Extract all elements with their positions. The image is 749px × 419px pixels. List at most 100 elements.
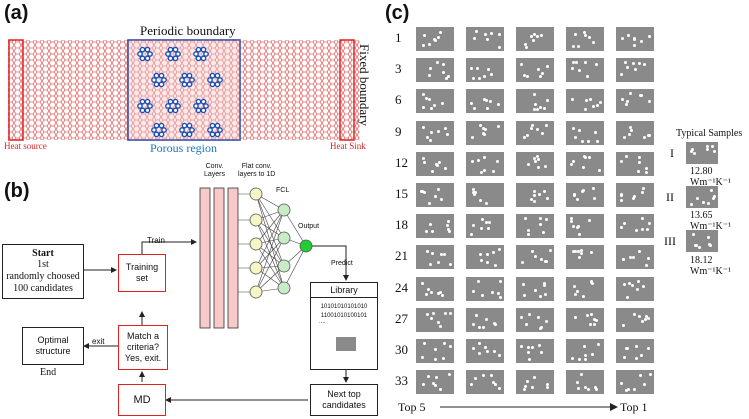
pore-dot — [644, 317, 647, 321]
pore-dot — [484, 346, 487, 349]
pore-dot — [430, 107, 433, 111]
pore-dot — [534, 288, 537, 292]
pore-dot — [480, 227, 483, 231]
pore-dot — [422, 125, 425, 129]
network-edge — [255, 209, 285, 269]
sample-thumbnail — [516, 183, 554, 207]
pore-dot — [635, 357, 638, 360]
pore-dot — [710, 189, 713, 192]
sample-thumbnail — [416, 245, 454, 270]
pore-dot — [540, 258, 543, 262]
sample-thumbnail — [616, 27, 654, 51]
pore-dot — [521, 261, 524, 265]
pore-dot — [493, 350, 496, 353]
pore-dot — [638, 155, 641, 159]
pore-dot — [531, 386, 534, 390]
pore-dot — [647, 347, 650, 350]
pore-dot — [630, 128, 633, 132]
row-label: 15 — [395, 186, 408, 201]
pore-dot — [623, 222, 626, 226]
pore-dot — [437, 291, 440, 295]
pore-dot — [425, 97, 428, 101]
start-title: Start — [32, 248, 54, 259]
pore-dot — [638, 314, 641, 318]
sample-thumbnail — [616, 151, 654, 176]
pore-atom — [195, 107, 202, 114]
pore-atom — [179, 127, 185, 133]
predict-label: Predict — [331, 260, 353, 267]
pore-dot — [543, 283, 546, 287]
pore-dot — [572, 45, 575, 48]
pore-dot — [586, 75, 589, 79]
pore-atom — [153, 72, 160, 79]
pore-dot — [494, 264, 497, 268]
pore-dot — [423, 34, 426, 37]
pore-dot — [536, 35, 539, 38]
sample-thumbnail — [516, 214, 554, 239]
network-edge — [255, 219, 285, 289]
optimal-structure-box: Optimal structure — [22, 327, 84, 365]
pore-dot — [482, 325, 485, 329]
pore-dot — [498, 387, 501, 391]
row-label: 6 — [395, 92, 402, 108]
pore-dot — [537, 165, 540, 169]
sample-thumbnail — [466, 276, 504, 301]
sample-thumbnail — [566, 276, 604, 301]
pore-dot — [428, 98, 431, 102]
heat-source-label: Heat source — [4, 141, 47, 151]
pore-dot — [694, 244, 697, 247]
pore-atom — [179, 77, 185, 83]
pore-dot — [526, 133, 529, 137]
sample-thumbnail — [566, 214, 604, 239]
pore-dot — [537, 157, 540, 161]
pore-dot — [523, 293, 526, 297]
network-edge — [283, 245, 307, 289]
pore-dot — [570, 217, 573, 221]
pore-dot — [570, 220, 573, 224]
pore-dot — [443, 253, 446, 257]
pore-dot — [621, 37, 624, 40]
pore-dot — [498, 33, 501, 36]
pore-dot — [470, 102, 473, 106]
pore-dot — [543, 107, 546, 111]
pore-dot — [446, 224, 449, 228]
conv-layer-1 — [199, 187, 211, 329]
pore-dot — [449, 311, 452, 315]
pore-atom — [144, 46, 151, 53]
pore-dot — [647, 316, 650, 320]
pore-atom — [137, 51, 143, 57]
pore-dot — [448, 373, 451, 377]
pore-dot — [585, 99, 588, 103]
sample-thumbnail — [466, 58, 504, 83]
network-nodes — [249, 187, 313, 299]
pore-dot — [583, 31, 586, 34]
pore-dot — [537, 68, 540, 72]
pore-dot — [483, 75, 486, 79]
pore-dot — [527, 233, 530, 237]
pore-dot — [574, 292, 577, 296]
pore-dot — [580, 373, 583, 377]
sample-thumbnail — [616, 120, 654, 145]
pore-atom — [137, 103, 143, 109]
pore-dot — [643, 135, 646, 139]
pore-dot — [473, 37, 476, 40]
pore-atom — [139, 46, 146, 53]
pore-dot — [583, 154, 586, 158]
pore-dot — [442, 71, 445, 75]
pore-dot — [485, 202, 488, 205]
pore-dot — [546, 197, 549, 200]
pore-dot — [570, 162, 573, 166]
pore-dot — [429, 138, 432, 142]
pore-dot — [546, 99, 549, 103]
pore-dot — [449, 263, 452, 267]
pore-dot — [626, 295, 629, 299]
pore-dot — [472, 77, 475, 81]
pore-dot — [477, 158, 480, 162]
sample-thumbnail — [616, 307, 654, 332]
pore-dot — [471, 135, 474, 139]
pore-dot — [441, 102, 444, 106]
sample-thumbnail — [566, 339, 604, 363]
pore-dot — [439, 31, 442, 34]
pore-dot — [530, 35, 533, 38]
pore-dot — [423, 191, 426, 194]
